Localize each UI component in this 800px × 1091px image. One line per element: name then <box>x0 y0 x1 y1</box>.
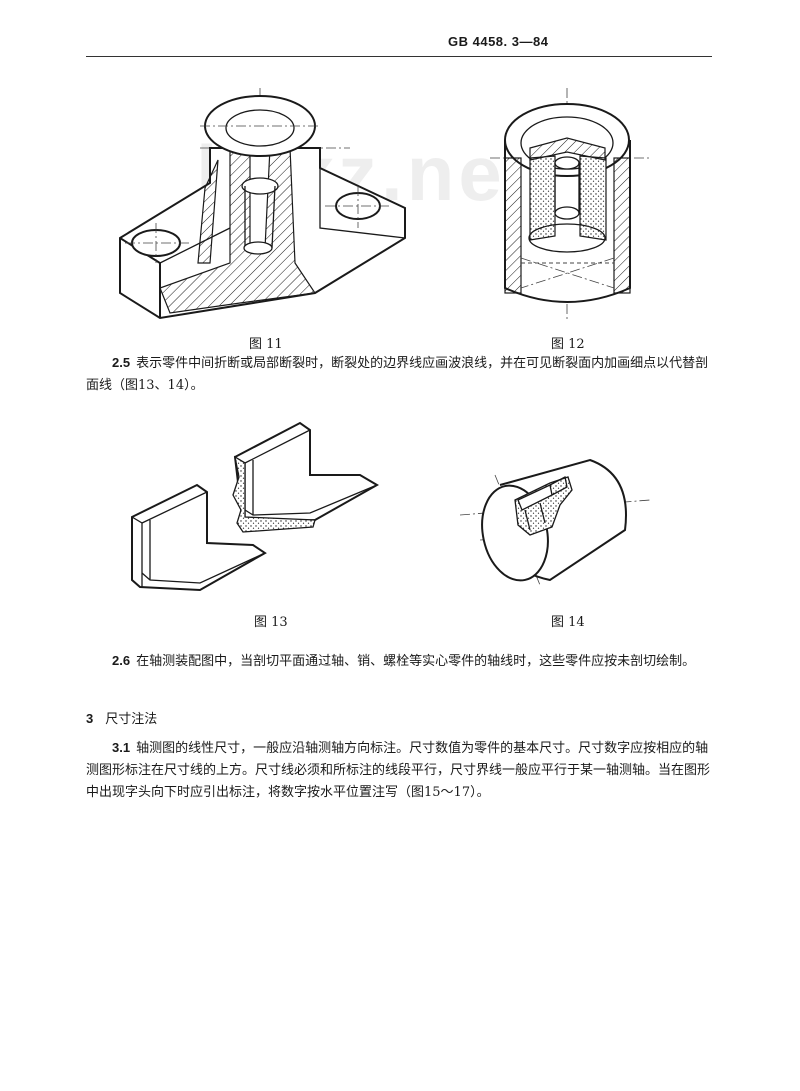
standard-code-header: GB 4458. 3—84 <box>448 34 549 49</box>
figure-12-drawing <box>490 88 650 320</box>
section-3-title: 尺寸注法 <box>105 712 158 727</box>
section-3-heading: 3 尺寸注法 <box>86 708 157 727</box>
section-2-6-number: 2.6 <box>112 653 131 668</box>
section-3-1-number: 3.1 <box>112 740 131 755</box>
section-2-5-number: 2.5 <box>112 355 131 370</box>
section-3-1-text: 轴测图的线性尺寸，一般应沿轴测轴方向标注。尺寸数值为零件的基本尺寸。尺寸数字应按… <box>86 741 711 800</box>
section-3-number: 3 <box>86 711 94 726</box>
section-2-6-paragraph: 2.6 在轴测装配图中，当剖切平面通过轴、销、螺栓等实心零件的轴线时，这些零件应按… <box>86 650 712 673</box>
section-2-5-text: 表示零件中间折断或局部断裂时，断裂处的边界线应画波浪线，并在可见断裂面内加画细点… <box>86 356 709 393</box>
figure-11-drawing <box>119 88 406 320</box>
figure-13-caption: 图 13 <box>254 615 288 630</box>
figure-11-caption: 图 11 <box>249 337 283 352</box>
figure-14-drawing <box>460 458 650 586</box>
header-rule <box>86 56 712 57</box>
figure-12-caption: 图 12 <box>551 337 585 352</box>
section-2-6-text: 在轴测装配图中，当剖切平面通过轴、销、螺栓等实心零件的轴线时，这些零件应按未剖切… <box>136 654 696 669</box>
figure-14-caption: 图 14 <box>551 615 585 630</box>
figure-13-drawing <box>131 421 380 592</box>
